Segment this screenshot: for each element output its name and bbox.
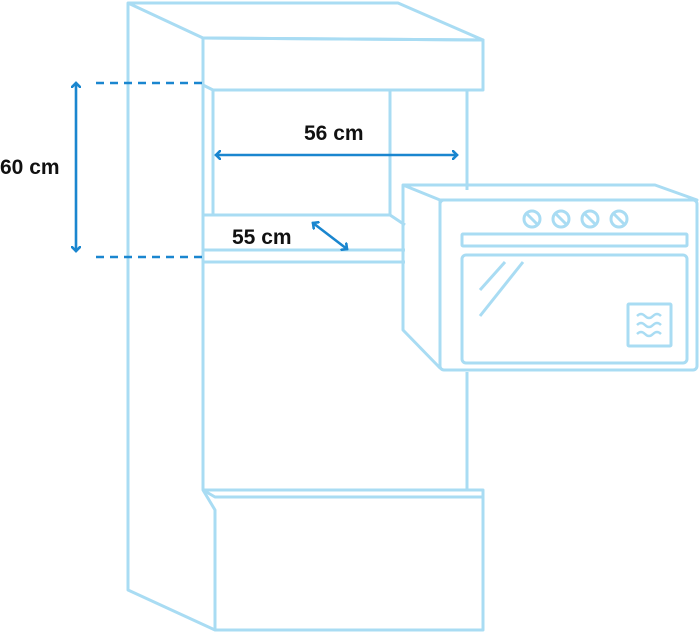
glass-reflection-2 [478, 261, 525, 317]
depth-arrow [313, 223, 347, 249]
oven-front-panel [438, 198, 699, 372]
width-label: 56 cm [304, 122, 364, 145]
oven-knob-icon [522, 209, 542, 229]
oven-knob-icon [580, 209, 600, 229]
dimension-arrows [76, 83, 457, 251]
cabinet-header-rail [202, 36, 485, 92]
heat-waves-icon [626, 302, 673, 348]
bottom-drawer [202, 488, 485, 632]
lower-cabinet-front [201, 262, 469, 490]
niche-shelf [203, 213, 406, 264]
oven-knob-icon [609, 209, 629, 229]
oven-knob-icon [551, 209, 571, 229]
tall-cabinet [126, 1, 485, 632]
height-label: 60 cm [0, 156, 60, 179]
depth-label: 55 cm [232, 226, 292, 249]
oven-control-strip [460, 232, 689, 248]
built-in-oven-icon [401, 183, 699, 372]
oven-door-window [460, 253, 689, 365]
oven-housing [401, 183, 442, 370]
oven-top [403, 183, 699, 202]
glass-reflection-1 [478, 261, 507, 291]
height-guides [96, 81, 203, 259]
oven-niche [211, 90, 392, 217]
oven-knobs [522, 209, 629, 229]
cabinet-top [128, 1, 485, 42]
